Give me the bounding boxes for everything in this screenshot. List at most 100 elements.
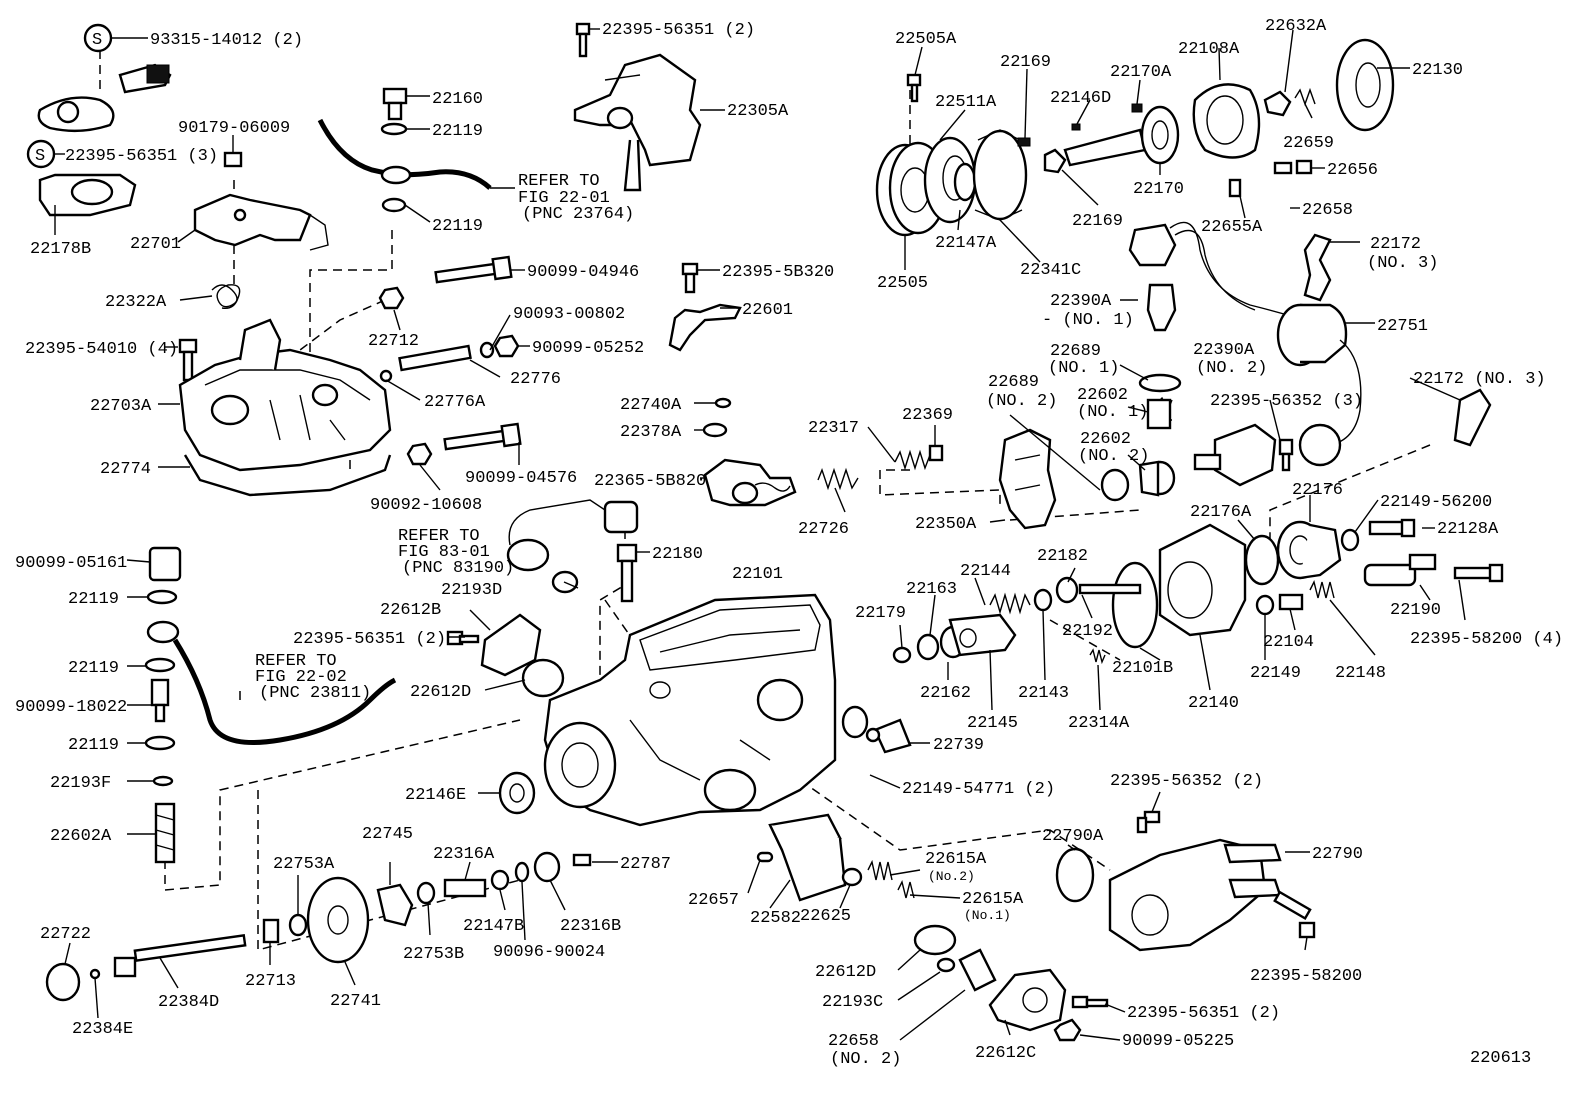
label-22169-a: 22169	[1000, 53, 1051, 72]
label-22119-a: 22119	[432, 122, 483, 141]
label-22193F: 22193F	[50, 774, 111, 793]
label-22192: 22192	[1062, 622, 1113, 641]
spring-22726	[817, 467, 859, 491]
label-22322A: 22322A	[105, 293, 167, 312]
label-22390A-no2: 22390A	[1193, 341, 1255, 360]
label-22140: 22140	[1188, 694, 1239, 713]
cover-22130	[1335, 38, 1395, 132]
lever-plate-22701	[193, 193, 312, 247]
label-22365-5B820: 22365-5B820	[594, 472, 706, 491]
label-22615A-no2: 22615A	[925, 850, 987, 869]
label-22658-no2-sub: (NO. 2)	[830, 1050, 901, 1069]
cover-22612B	[480, 613, 542, 677]
label-22790: 22790	[1312, 845, 1363, 864]
label-22602-no2-sub: (NO. 2)	[1078, 447, 1149, 466]
label-22753A: 22753A	[273, 855, 335, 874]
label-22119-d: 22119	[68, 659, 119, 678]
label-22144: 22144	[960, 562, 1011, 581]
label-22790A: 22790A	[1042, 827, 1104, 846]
label-22148: 22148	[1335, 664, 1386, 683]
label-22602-no1-sub: (NO. 1)	[1077, 403, 1148, 422]
label-22170: 22170	[1133, 180, 1184, 199]
label-22176A: 22176A	[1190, 503, 1252, 522]
label-22615A-no2-sub: (No.2)	[928, 869, 975, 884]
refer-a-line2: FIG 22-01	[518, 189, 610, 208]
label-22713: 22713	[245, 972, 296, 991]
leader-lines	[54, 28, 1466, 1041]
bracket-22172	[1303, 233, 1492, 447]
label-22395-56352-3: 22395-56352 (3)	[1210, 392, 1363, 411]
s-marker-2-label: S	[35, 147, 45, 166]
bracket-22601	[668, 262, 742, 352]
connector-83-01	[506, 499, 639, 594]
label-93315-14012: 93315-14012 (2)	[150, 31, 303, 50]
label-22180: 22180	[652, 545, 703, 564]
sensor-22751	[1276, 303, 1362, 446]
label-22658-no2: 22658	[828, 1032, 879, 1051]
cable-22-01	[317, 118, 492, 190]
label-22172-a-no: (NO. 3)	[1367, 254, 1438, 273]
label-22390A-no1: 22390A	[1050, 292, 1112, 311]
label-22625: 22625	[800, 907, 851, 926]
label-22689-no1: 22689	[1050, 342, 1101, 361]
label-22170A: 22170A	[1110, 63, 1172, 82]
label-22149-56200: 22149-56200	[1380, 493, 1492, 512]
label-22712: 22712	[368, 332, 419, 351]
label-22179: 22179	[855, 604, 906, 623]
gear-22341C	[972, 129, 1067, 221]
spring-22322A	[211, 284, 241, 309]
bracket-22305A	[573, 22, 702, 192]
label-90096-90024: 90096-90024	[493, 943, 605, 962]
label-22615A-no1-sub: (No.1)	[964, 908, 1011, 923]
valve-22176	[1244, 518, 1504, 587]
label-22182: 22182	[1037, 547, 1088, 566]
label-22369: 22369	[902, 406, 953, 425]
label-22316B: 22316B	[560, 917, 621, 936]
label-22689-no1-sub: (NO. 1)	[1048, 359, 1119, 378]
label-22172-a: 22172	[1370, 235, 1421, 254]
label-90179-06009: 90179-06009	[178, 119, 290, 138]
refer-a-line3: (PNC 23764)	[522, 205, 634, 224]
label-22612C: 22612C	[975, 1044, 1036, 1063]
bolt-22160	[223, 87, 408, 213]
label-22193C: 22193C	[822, 993, 883, 1012]
label-90099-18022: 90099-18022	[15, 698, 127, 717]
label-22632A: 22632A	[1265, 17, 1327, 36]
label-22146D: 22146D	[1050, 89, 1111, 108]
label-22753B: 22753B	[403, 945, 464, 964]
label-22657: 22657	[688, 891, 739, 910]
refer-c-line3: (PNC 23811)	[259, 684, 371, 703]
label-22163: 22163	[906, 580, 957, 599]
part-sketches	[26, 22, 1504, 1042]
label-22658: 22658	[1302, 201, 1353, 220]
label-22395-56351-2-mid: 22395-56351 (2)	[293, 630, 446, 649]
sensor-22178-assembly	[37, 63, 172, 235]
actuator-22790	[1055, 810, 1316, 952]
label-22390A-no1-sub: - (NO. 1)	[1042, 311, 1134, 330]
label-22745: 22745	[362, 825, 413, 844]
label-22395-58200: 22395-58200	[1250, 967, 1362, 986]
label-22741: 22741	[330, 992, 381, 1011]
label-22317: 22317	[808, 419, 859, 438]
label-22601: 22601	[742, 301, 793, 320]
pulley-22505	[875, 73, 977, 237]
bracket-22350A	[998, 428, 1057, 530]
small-parts-right	[892, 576, 1335, 665]
diagram-code: 220613	[1470, 1049, 1531, 1068]
bottom-middle-parts	[756, 813, 1109, 1042]
shaft-22170	[1063, 103, 1180, 167]
label-22384E: 22384E	[72, 1020, 133, 1039]
label-22689-no2: 22689	[988, 373, 1039, 392]
label-22143: 22143	[1018, 684, 1069, 703]
label-22160: 22160	[432, 90, 483, 109]
label-22108A: 22108A	[1178, 40, 1240, 59]
label-22740A: 22740A	[620, 396, 682, 415]
label-22384D: 22384D	[158, 993, 219, 1012]
label-22172-no3: 22172 (NO. 3)	[1413, 370, 1546, 389]
refer-c-line1: REFER TO	[255, 652, 337, 671]
refer-c-line2: FIG 22-02	[255, 668, 347, 687]
label-22101: 22101	[732, 565, 783, 584]
label-22130: 22130	[1412, 61, 1463, 80]
label-22119-c: 22119	[68, 590, 119, 609]
label-22701: 22701	[130, 235, 181, 254]
